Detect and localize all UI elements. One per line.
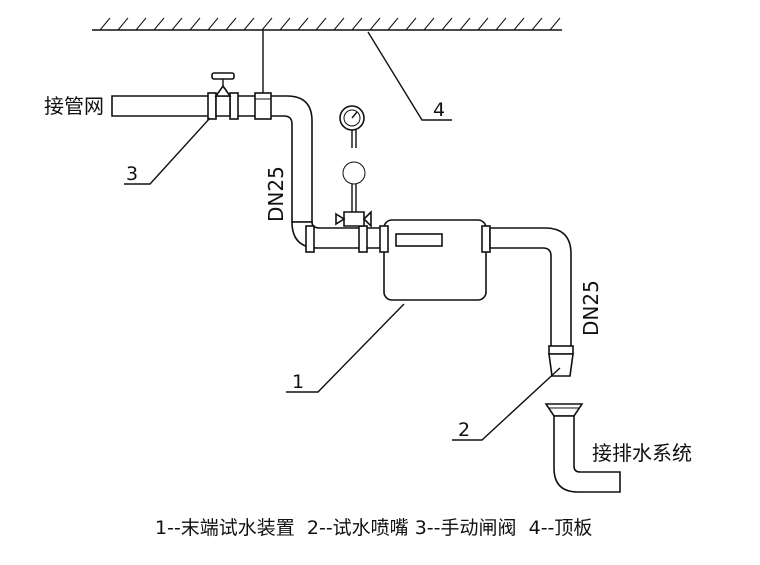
- ceiling-hatch-mark: [99, 17, 111, 31]
- callout-1: 1: [292, 371, 304, 393]
- drain-label: 接排水系统: [592, 441, 692, 465]
- ceiling-hatch-mark: [297, 17, 309, 31]
- ceiling-hatch-mark: [261, 17, 273, 31]
- ceiling-hatch-mark: [459, 17, 471, 31]
- end-test-device: [379, 219, 491, 301]
- inlet-label: 接管网: [44, 94, 104, 118]
- ceiling-hatch-mark: [531, 17, 543, 31]
- legend: 1--末端试水装置 2--试水喷嘴 3--手动闸阀 4--顶板: [155, 517, 592, 539]
- ceiling-hatch-mark: [495, 17, 507, 31]
- ceiling-hatch-mark: [153, 17, 165, 31]
- ceiling-hatch-mark: [441, 17, 453, 31]
- ceiling-hatch-mark: [243, 17, 255, 31]
- ceiling-hatch-mark: [369, 17, 381, 31]
- pressure-gauge: [335, 105, 372, 228]
- ceiling-hatch-mark: [513, 17, 525, 31]
- pipe-size-lower: DN25: [579, 280, 603, 336]
- ceiling-slab: [92, 17, 562, 31]
- ceiling-hatch-mark: [117, 17, 129, 31]
- ceiling-hatch-mark: [171, 17, 183, 31]
- callout-2: 2: [458, 419, 470, 441]
- ceiling-hatch-mark: [315, 17, 327, 31]
- ceiling-hatch-mark: [477, 17, 489, 31]
- ceiling-hatch-mark: [405, 17, 417, 31]
- device-outlet-pipe: [489, 227, 574, 377]
- ceiling-hatch-mark: [351, 17, 363, 31]
- ceiling-hatch-mark: [135, 17, 147, 31]
- callout-3: 3: [126, 163, 138, 185]
- ceiling-hatch-mark: [423, 17, 435, 31]
- ceiling-hatch-mark: [333, 17, 345, 31]
- ceiling-hatch-mark: [189, 17, 201, 31]
- pipe-size-upper: DN25: [264, 166, 288, 222]
- callout-4: 4: [433, 99, 445, 121]
- gate-valve: [207, 72, 239, 120]
- ceiling-hatch-mark: [279, 17, 291, 31]
- device-inlet-pipe: [291, 221, 385, 253]
- ceiling-hatch-mark: [549, 17, 561, 31]
- ceiling-hatch-mark: [387, 17, 399, 31]
- drain-funnel: [544, 403, 621, 493]
- ceiling-hatch-mark: [207, 17, 219, 31]
- callout-leaders: [124, 31, 561, 441]
- ceiling-hatch-mark: [225, 17, 237, 31]
- inlet-pipe: [111, 92, 313, 223]
